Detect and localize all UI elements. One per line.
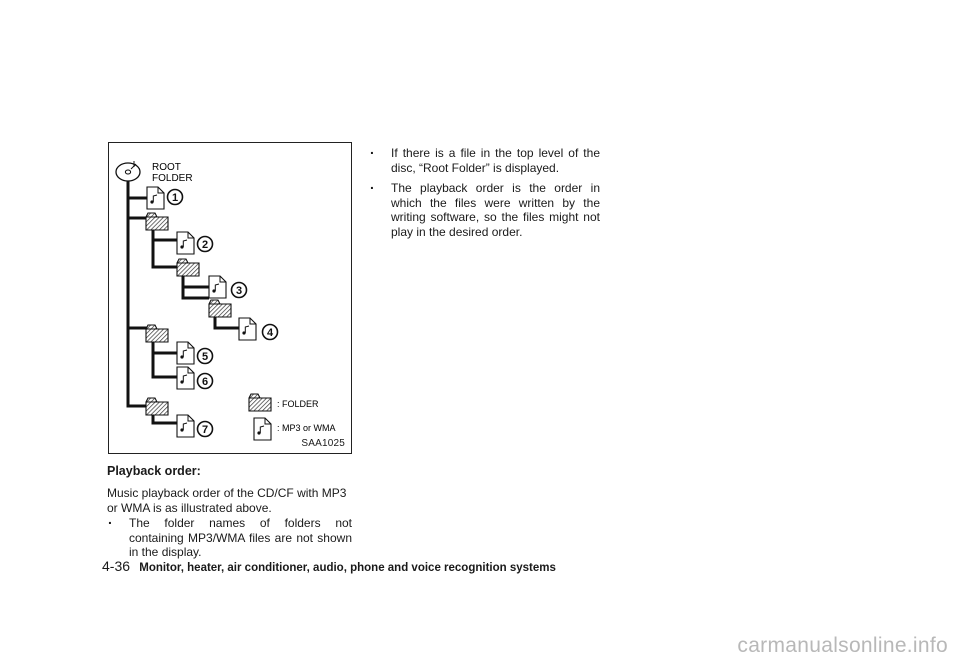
left-bullet-list: The folder names of folders not containi… (107, 512, 352, 566)
audio-file-icon (146, 186, 165, 210)
watermark: carmanualsonline.info (737, 634, 948, 657)
root-label-line2: FOLDER (152, 173, 193, 184)
legend-folder-label: : FOLDER (277, 399, 319, 409)
folder-icon (145, 212, 169, 231)
page-footer: 4-36 Monitor, heater, air conditioner, a… (102, 558, 556, 574)
audio-file-icon (176, 231, 195, 255)
svg-text:4: 4 (267, 327, 274, 339)
disc-icon (115, 161, 141, 182)
svg-text:1: 1 (172, 192, 178, 204)
svg-text:6: 6 (202, 376, 208, 388)
root-label-line1: ROOT (152, 162, 181, 173)
number-badge-1: 1 (166, 188, 184, 206)
folder-tree-illustration: ROOT FOLDER 1 2 3 (115, 161, 336, 441)
audio-file-icon (176, 341, 195, 365)
folder-icon (208, 299, 232, 318)
bullet-item: The folder names of folders not containi… (107, 512, 352, 560)
folder-icon (145, 324, 169, 343)
legend-file-icon (253, 417, 272, 441)
audio-file-icon (238, 317, 257, 341)
page-number: 4-36 (102, 558, 131, 574)
right-bullet-list: If there is a file in the top level of t… (369, 142, 600, 246)
audio-file-icon (176, 414, 195, 438)
intro-paragraph: Music playback order of the CD/CF with M… (107, 486, 347, 515)
audio-file-icon (176, 366, 195, 390)
folder-structure-diagram: ROOT FOLDER 1 2 3 (108, 142, 352, 454)
number-badge-3: 3 (230, 281, 248, 299)
number-badge-6: 6 (196, 372, 214, 390)
audio-file-icon (208, 275, 227, 299)
number-badge-4: 4 (261, 323, 279, 341)
tree-connectors (126, 180, 239, 425)
number-badge-2: 2 (196, 235, 214, 253)
svg-text:3: 3 (236, 285, 242, 297)
chapter-title: Monitor, heater, air conditioner, audio,… (139, 562, 556, 574)
svg-text:2: 2 (202, 239, 208, 251)
number-badge-7: 7 (196, 420, 214, 438)
folder-icon (176, 258, 200, 277)
figure-code: SAA1025 (301, 438, 345, 449)
bullet-item: If there is a file in the top level of t… (369, 142, 600, 175)
folder-icon (145, 397, 169, 416)
svg-text:7: 7 (202, 424, 208, 436)
bullet-item: The playback order is the order in which… (369, 177, 600, 239)
legend-file-label: : MP3 or WMA (277, 423, 336, 433)
legend-folder-icon (248, 393, 272, 412)
svg-text:5: 5 (202, 351, 208, 363)
section-heading: Playback order: (107, 464, 201, 478)
number-badge-5: 5 (196, 347, 214, 365)
